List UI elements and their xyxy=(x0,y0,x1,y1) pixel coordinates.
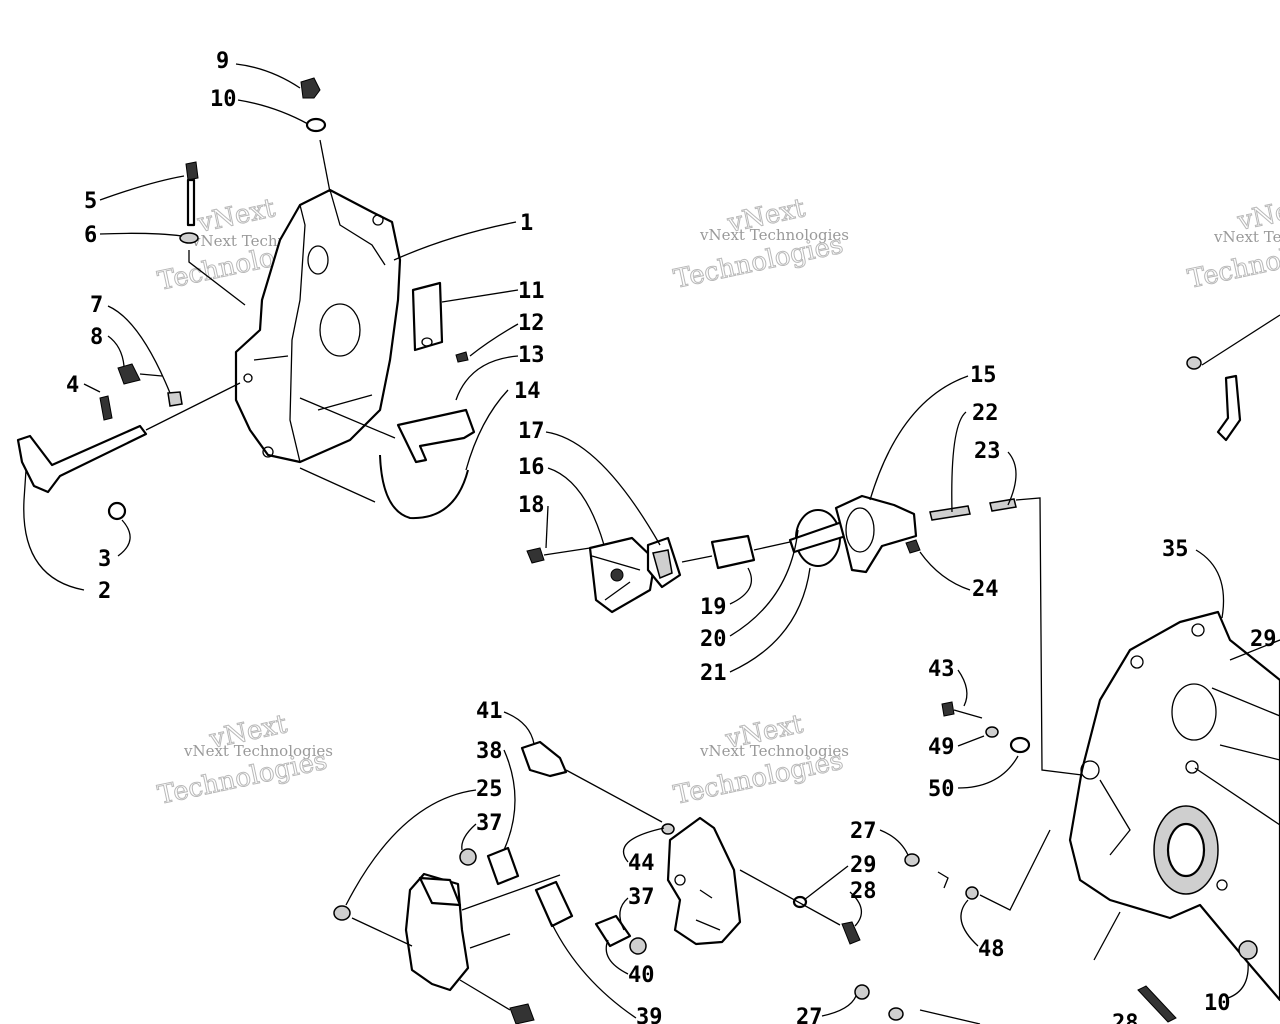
dipstick xyxy=(179,161,246,306)
callout-4: 4 xyxy=(66,373,79,398)
seal-ring xyxy=(299,454,469,520)
spring-clip xyxy=(299,397,476,464)
callout-10: 10 xyxy=(210,87,237,112)
svg-text:vNext Technologies: vNext Technologies xyxy=(699,226,849,244)
watermark-5: vNext vNext Technologies Technologies xyxy=(671,709,849,812)
callout-40: 40 xyxy=(628,963,655,988)
breather-bolt xyxy=(300,77,331,193)
callout-25: 25 xyxy=(476,777,503,802)
callout-16: 16 xyxy=(518,455,545,480)
callout-10b: 10 xyxy=(1204,991,1231,1016)
callout-2: 2 xyxy=(98,579,111,604)
leader-lines xyxy=(23,63,1249,1019)
callout-27a: 27 xyxy=(850,819,877,844)
svg-text:vNext Technologies: vNext Technologies xyxy=(183,742,333,760)
side-bracket xyxy=(1186,314,1280,442)
callout-5: 5 xyxy=(84,189,97,214)
callout-43: 43 xyxy=(928,657,955,682)
roller-set xyxy=(534,880,647,955)
callout-48: 48 xyxy=(978,937,1005,962)
mounting-bracket xyxy=(661,816,742,946)
cover-housing xyxy=(234,188,402,464)
idler-arm xyxy=(333,740,663,1024)
callout-3: 3 xyxy=(98,547,111,572)
clutch-assembly xyxy=(526,494,1083,776)
callout-6: 6 xyxy=(84,223,97,248)
fastener-set xyxy=(739,829,1258,1024)
callout-29b: 29 xyxy=(850,853,877,878)
callout-37b: 37 xyxy=(628,885,655,910)
callout-28a: 28 xyxy=(850,879,877,904)
callout-labels: 9 10 5 6 1 11 12 13 14 7 8 4 3 2 15 22 2… xyxy=(66,49,1277,1024)
callout-11: 11 xyxy=(518,279,545,304)
gearcase-housing xyxy=(1068,610,1280,1002)
callout-27b: 27 xyxy=(796,1005,823,1024)
svg-text:vNext Technologies: vNext Technologies xyxy=(699,742,849,760)
svg-text:vNext Technologies: vNext Technologies xyxy=(1213,228,1280,246)
callout-49: 49 xyxy=(928,735,955,760)
callout-23: 23 xyxy=(974,439,1001,464)
callout-37a: 37 xyxy=(476,811,503,836)
callout-22: 22 xyxy=(972,401,999,426)
callout-35: 35 xyxy=(1162,537,1189,562)
callout-21: 21 xyxy=(700,661,727,686)
callout-17: 17 xyxy=(518,419,545,444)
callout-1: 1 xyxy=(520,211,533,236)
callout-18: 18 xyxy=(518,493,545,518)
callout-29a: 29 xyxy=(1250,627,1277,652)
watermark-3: vNext vNext Technologies Technologies xyxy=(1185,191,1280,296)
callout-7: 7 xyxy=(90,293,103,318)
callout-14: 14 xyxy=(514,379,541,404)
callout-44: 44 xyxy=(628,851,655,876)
bolt-washer-set xyxy=(941,701,1031,754)
callout-38: 38 xyxy=(476,739,503,764)
callout-8: 8 xyxy=(90,325,103,350)
callout-9: 9 xyxy=(216,49,229,74)
callout-28b: 28 xyxy=(1112,1011,1139,1024)
callout-19: 19 xyxy=(700,595,727,620)
shift-lever xyxy=(16,363,241,521)
gasket-plate xyxy=(411,281,469,363)
callout-12: 12 xyxy=(518,311,545,336)
callout-50: 50 xyxy=(928,777,955,802)
callout-20: 20 xyxy=(700,627,727,652)
callout-39: 39 xyxy=(636,1005,663,1024)
callout-24: 24 xyxy=(972,577,999,602)
watermark-4: vNext vNext Technologies Technologies xyxy=(155,709,333,812)
callout-13: 13 xyxy=(518,343,545,368)
callout-41: 41 xyxy=(476,699,503,724)
watermark-2: vNext vNext Technologies Technologies xyxy=(671,193,849,296)
callout-15: 15 xyxy=(970,363,997,388)
